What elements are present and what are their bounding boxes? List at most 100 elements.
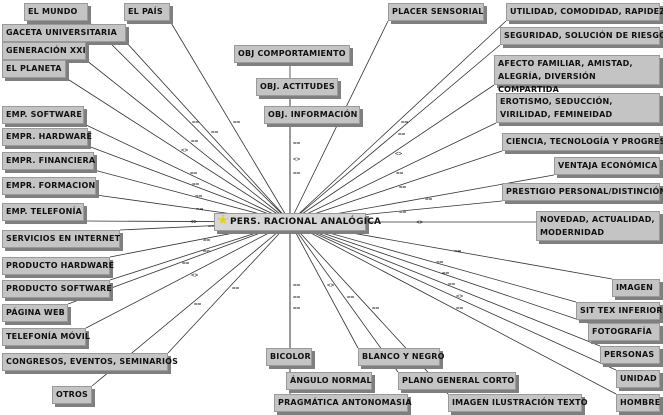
node-pagina-web[interactable]: PÁGINA WEB: [2, 304, 68, 322]
node-congresos[interactable]: CONGRESOS, EVENTOS, SEMINARIOS: [2, 353, 178, 371]
node-el-mundo[interactable]: EL MUNDO: [24, 3, 88, 21]
edge-line: [87, 145, 291, 223]
center-node[interactable]: PERS. RACIONAL ANALÓGICA: [214, 213, 381, 231]
edge-marker: ==: [448, 281, 456, 288]
edge-marker: ==: [399, 209, 407, 216]
node-servicios-en-internet[interactable]: SERVICIOS EN INTERNET: [2, 230, 120, 248]
edge-marker: ==: [456, 305, 464, 312]
edge-marker: ==: [293, 282, 301, 289]
node-plano-general-corto[interactable]: PLANO GENERAL CORTO: [398, 372, 516, 390]
edge-line: [167, 221, 291, 354]
edge-marker: <>: [416, 219, 424, 226]
node-producto-hardware[interactable]: PRODUCTO HARDWARE: [2, 257, 114, 275]
node-pragmatica-antonomasia[interactable]: PRAGMÁTICA ANTONOMASIA: [274, 394, 412, 412]
edge-line: [289, 150, 503, 223]
edge-marker: ==: [425, 196, 433, 203]
edge-line: [289, 221, 617, 395]
node-ventaja-economica[interactable]: VENTAJA ECONÓMICA: [554, 157, 660, 175]
node-emp-telefonia[interactable]: EMP. TELEFONÍA: [2, 203, 84, 221]
node-obj-actitudes[interactable]: OBJ. ACTITUDES: [256, 78, 338, 96]
edge-line: [289, 44, 501, 223]
edge-marker: ==: [233, 119, 241, 126]
edge-marker: ==: [194, 301, 202, 308]
node-hombre[interactable]: HOMBRE: [616, 394, 660, 412]
node-otros[interactable]: OTROS: [52, 386, 92, 404]
node-bicolor[interactable]: BICOLOR: [266, 348, 312, 366]
edge-marker: ==: [401, 119, 409, 126]
edge-marker: <>: [456, 293, 464, 300]
edge-marker: ==: [454, 248, 462, 255]
edge-marker: <>: [191, 272, 199, 279]
edge-line: [83, 123, 291, 223]
edge-marker: ==: [347, 294, 355, 301]
node-blanco-y-negro[interactable]: BLANCO Y NEGRO: [358, 348, 444, 366]
edge-marker: ==: [196, 206, 204, 213]
edge-marker: <>: [293, 156, 301, 163]
edge-line: [65, 77, 291, 223]
edge-line: [169, 20, 291, 223]
edge-marker: ==: [396, 170, 404, 177]
node-placer-sensorial[interactable]: PLACER SENSORIAL: [388, 3, 484, 21]
node-telefonia-movil[interactable]: TELEFONÍA MÓVIL: [2, 328, 90, 346]
edge-line: [289, 221, 617, 371]
node-obj-informacion[interactable]: OBJ. INFORMACIÓN: [264, 106, 360, 124]
edge-marker: ==: [191, 138, 199, 145]
edge-line: [289, 221, 449, 395]
edge-marker: ==: [293, 305, 301, 312]
node-el-planeta[interactable]: EL PLANETA: [2, 60, 66, 78]
edge-marker: ==: [293, 170, 301, 177]
edge-line: [289, 20, 507, 223]
edge-marker: ==: [293, 294, 301, 301]
edge-line: [289, 122, 497, 223]
edge-marker: ==: [232, 285, 240, 292]
node-gaceta-universitaria[interactable]: GACETA UNIVERSITARIA: [2, 24, 126, 42]
edge-marker: ==: [208, 223, 216, 230]
node-sit-tex-inferior[interactable]: SIT TEX INFERIOR: [576, 302, 663, 320]
center-node-label: PERS. RACIONAL ANALÓGICA: [230, 217, 382, 227]
node-personas[interactable]: PERSONAS: [600, 346, 660, 364]
node-angulo-normal[interactable]: ÁNGULO NORMAL: [286, 372, 372, 390]
node-obj-comportamiento[interactable]: OBJ COMPORTAMIENTO: [234, 45, 350, 63]
edge-line: [87, 20, 291, 223]
node-unidad[interactable]: UNIDAD: [616, 370, 660, 388]
edge-marker: ==: [372, 305, 380, 312]
edge-marker: ==: [436, 259, 444, 266]
node-seguridad[interactable]: SEGURIDAD, SOLUCIÓN DE RIESGOS: [500, 27, 663, 45]
edge-marker: ==: [195, 193, 203, 200]
node-novedad[interactable]: NOVEDAD, ACTUALIDAD, MODERNIDAD: [536, 211, 660, 241]
edge-marker: <>: [327, 282, 335, 289]
edge-marker: <>: [190, 219, 198, 226]
edge-marker: ==: [192, 119, 200, 126]
node-erotismo[interactable]: EROTISMO, SEDUCCIÓN, VIRILIDAD, FEMINEID…: [496, 93, 660, 123]
node-emp-software[interactable]: EMP. SOFTWARE: [2, 106, 84, 124]
edge-marker: <>: [395, 151, 403, 158]
edge-line: [289, 221, 589, 324]
edge-line: [289, 221, 613, 280]
edge-marker: ==: [211, 129, 219, 136]
node-afecto-familiar[interactable]: AFECTO FAMILIAR, AMISTAD, ALEGRÍA, DIVER…: [494, 55, 660, 94]
node-imagen[interactable]: IMAGEN: [612, 279, 660, 297]
node-empr-hardware[interactable]: EMPR. HARDWARE: [2, 128, 92, 146]
node-empr-formacion[interactable]: EMPR. FORMACION: [2, 177, 96, 195]
edge-marker: ==: [203, 248, 211, 255]
edge-line: [289, 221, 577, 303]
node-empr-financiera[interactable]: EMPR. FINANCIERA: [2, 152, 95, 170]
edge-line: [125, 41, 291, 223]
node-fotografia[interactable]: FOTOGRAFÍA: [588, 323, 660, 341]
node-utilidad[interactable]: UTILIDAD, COMODIDAD, RAPIDEZ: [506, 3, 663, 21]
node-imagen-ilustracion-texto[interactable]: IMAGEN ILUSTRACIÓN TEXTO: [448, 394, 588, 412]
edge-marker: ==: [293, 140, 301, 147]
node-prestigio[interactable]: PRESTIGIO PERSONAL/DISTINCIÓN: [502, 183, 663, 201]
node-generacion-xxi[interactable]: GENERACIÓN XXI: [2, 42, 86, 60]
edge-line: [109, 221, 291, 281]
edge-marker: ==: [442, 270, 450, 277]
node-producto-software[interactable]: PRODUCTO SOFTWARE: [2, 280, 112, 298]
node-el-pais[interactable]: EL PAÍS: [124, 3, 170, 21]
edge-marker: ==: [203, 237, 211, 244]
node-ciencia[interactable]: CIENCIA, TECNOLOGÍA Y PROGRESO: [502, 133, 663, 151]
edge-marker: ==: [190, 170, 198, 177]
edge-line: [289, 84, 495, 223]
edge-line: [85, 221, 291, 329]
edge-marker: ==: [399, 184, 407, 191]
